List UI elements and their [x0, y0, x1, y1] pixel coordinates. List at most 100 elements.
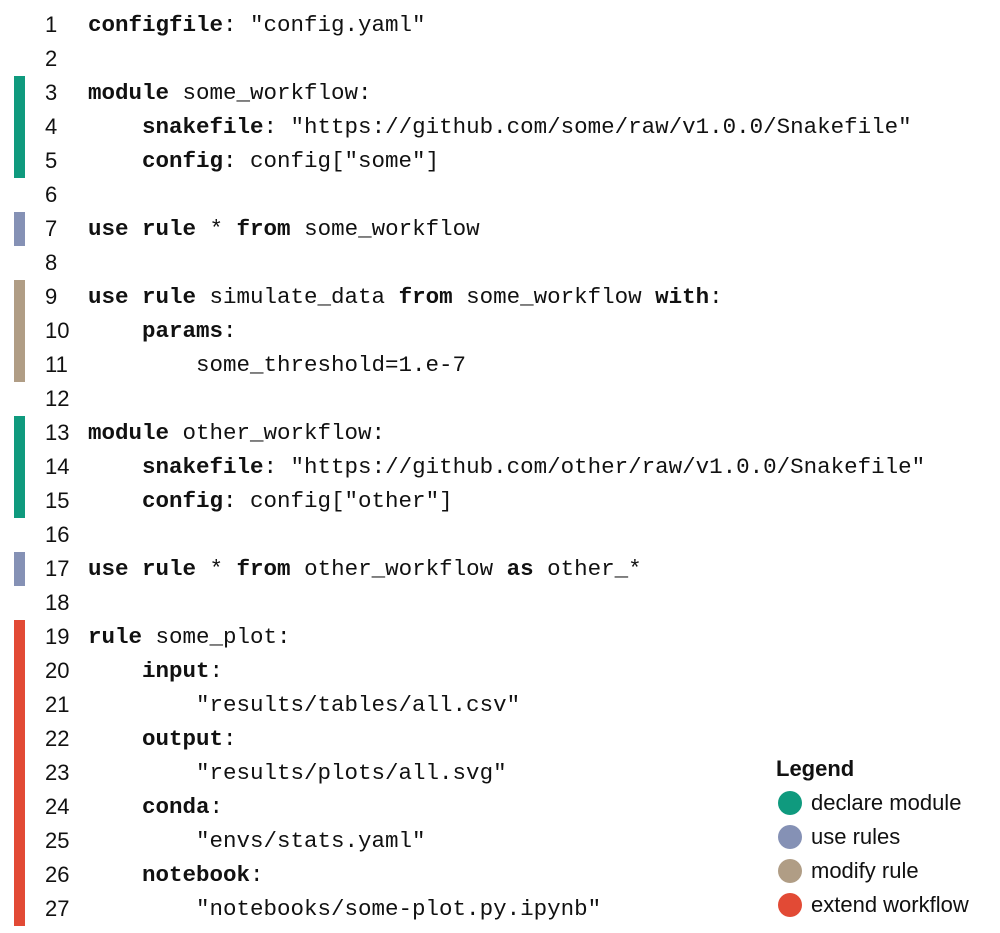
code-token: some_workflow — [452, 284, 656, 310]
code-line: 15 config: config["other"] — [0, 484, 1000, 518]
legend-title: Legend — [776, 756, 855, 781]
legend-swatch — [778, 825, 802, 849]
legend-swatch — [778, 791, 802, 815]
category-bar-extend-workflow — [14, 654, 25, 688]
code-line: 14 snakefile: "https://github.com/other/… — [0, 450, 1000, 484]
category-bar-declare-module — [14, 144, 25, 178]
category-bar-extend-workflow — [14, 858, 25, 892]
keyword: use rule — [88, 556, 197, 582]
legend-swatch — [778, 859, 802, 883]
code-token — [88, 454, 142, 480]
code-token: some_workflow: — [169, 80, 372, 106]
code-text: configfile: "config.yaml" — [88, 8, 426, 42]
line-number: 7 — [45, 216, 58, 241]
line-number: 17 — [45, 556, 70, 581]
code-text: input: — [88, 654, 223, 688]
keyword: with — [655, 284, 710, 310]
code-token: "envs/stats.yaml" — [88, 828, 426, 854]
code-token: : "config.yaml" — [223, 12, 426, 38]
legend-label: modify rule — [811, 858, 919, 883]
line-number: 13 — [45, 420, 70, 445]
line-number: 25 — [45, 828, 70, 853]
code-text: "results/plots/all.svg" — [88, 756, 507, 790]
keyword: rule — [88, 624, 143, 650]
category-bar-extend-workflow — [14, 756, 25, 790]
code-token: other_* — [533, 556, 642, 582]
keyword: input — [142, 658, 210, 684]
category-bar-extend-workflow — [14, 790, 25, 824]
code-token: : — [709, 284, 723, 310]
code-line: 11 some_threshold=1.e-7 — [0, 348, 1000, 382]
line-number: 24 — [45, 794, 70, 819]
code-line: 5 config: config["some"] — [0, 144, 1000, 178]
keyword: config — [142, 488, 224, 514]
code-line: 4 snakefile: "https://github.com/some/ra… — [0, 110, 1000, 144]
line-number: 15 — [45, 488, 70, 513]
code-line: 27 "notebooks/some-plot.py.ipynb" — [0, 892, 1000, 926]
code-token — [88, 148, 142, 174]
category-bar-declare-module — [14, 484, 25, 518]
line-number: 23 — [45, 760, 70, 785]
code-token: : — [209, 658, 224, 684]
legend-label: extend workflow — [811, 892, 969, 917]
category-bar-declare-module — [14, 416, 25, 450]
line-number: 10 — [45, 318, 70, 343]
code-line: 8 — [0, 246, 1000, 280]
line-number: 1 — [45, 12, 58, 37]
code-token — [88, 794, 142, 820]
code-token — [88, 114, 142, 140]
line-number: 4 — [45, 114, 58, 139]
code-token — [88, 726, 142, 752]
code-text: output: — [88, 722, 237, 756]
code-line: 12 — [0, 382, 1000, 416]
line-number: 16 — [45, 522, 70, 547]
line-number: 9 — [45, 284, 58, 309]
code-text: config: config["some"] — [88, 144, 439, 178]
category-bar-extend-workflow — [14, 688, 25, 722]
code-text: snakefile: "https://github.com/some/raw/… — [88, 110, 912, 144]
code-token: : "https://github.com/some/raw/v1.0.0/Sn… — [263, 114, 912, 140]
category-bar-modify-rule — [14, 314, 25, 348]
code-token: : config["some"] — [223, 148, 440, 174]
code-line: 22 output: — [0, 722, 1000, 756]
legend-item-declare-module: declare module — [776, 786, 996, 820]
category-bar-extend-workflow — [14, 620, 25, 654]
code-token: : "https://github.com/other/raw/v1.0.0/S… — [263, 454, 926, 480]
code-token: some_plot: — [142, 624, 291, 650]
keyword: snakefile — [142, 114, 264, 140]
code-token: some_threshold=1.e-7 — [88, 352, 467, 378]
category-bar-extend-workflow — [14, 722, 25, 756]
code-text: conda: — [88, 790, 223, 824]
code-token: : config["other"] — [223, 488, 453, 514]
keyword: notebook — [142, 862, 251, 888]
keyword: as — [506, 556, 534, 582]
category-bar-declare-module — [14, 110, 25, 144]
keyword: conda — [142, 794, 210, 820]
keyword: snakefile — [142, 454, 264, 480]
code-line: 21 "results/tables/all.csv" — [0, 688, 1000, 722]
legend-item-modify-rule: modify rule — [776, 854, 996, 888]
line-number: 2 — [45, 46, 58, 71]
code-text: rule some_plot: — [88, 620, 291, 654]
code-token: some_workflow — [290, 216, 480, 242]
code-token — [88, 862, 142, 888]
code-line: 2 — [0, 42, 1000, 76]
category-bar-extend-workflow — [14, 892, 25, 926]
keyword: module — [88, 420, 170, 446]
keyword: configfile — [88, 12, 224, 38]
line-number: 11 — [45, 352, 68, 377]
keyword: from — [398, 284, 453, 310]
keyword: use rule — [88, 284, 197, 310]
line-number: 26 — [45, 862, 70, 887]
code-line: 20 input: — [0, 654, 1000, 688]
code-text: "results/tables/all.csv" — [88, 688, 520, 722]
code-token: other_workflow: — [169, 420, 386, 446]
code-token — [88, 318, 142, 344]
line-number: 3 — [45, 80, 58, 105]
category-bar-declare-module — [14, 450, 25, 484]
category-bar-modify-rule — [14, 348, 25, 382]
category-bar-declare-module — [14, 76, 25, 110]
code-line: 24 conda: — [0, 790, 1000, 824]
